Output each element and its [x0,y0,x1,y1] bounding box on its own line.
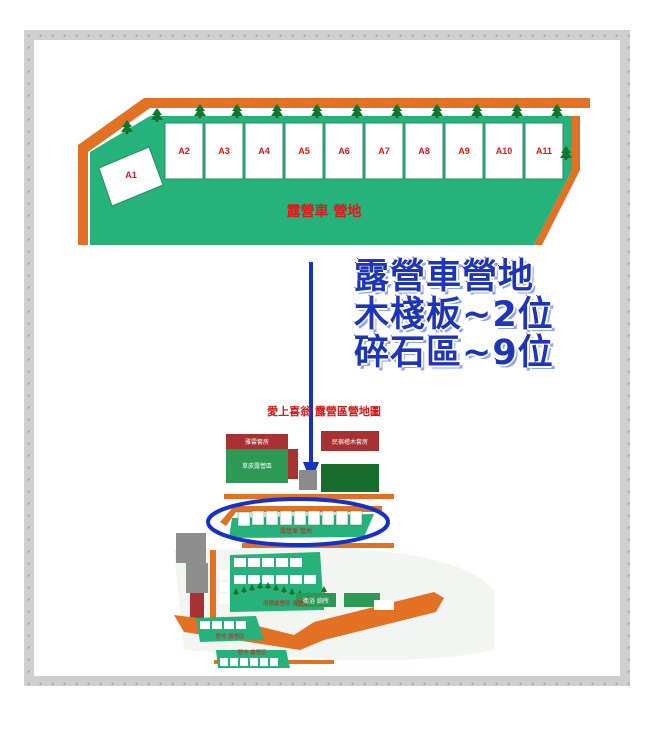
bottom-plots [220,658,278,666]
lot-label-a6: A6 [338,146,350,156]
lot-label-a8: A8 [418,146,430,156]
lot-a9[interactable] [444,122,484,180]
bnb-building[interactable] [321,431,379,451]
lot-a3[interactable] [204,122,244,180]
lot-label-a10: A10 [496,146,513,156]
lot-a7[interactable] [364,122,404,180]
guest-house-building[interactable] [226,434,288,449]
overview-camper-lots [237,510,363,527]
lot-a5[interactable] [284,122,324,180]
top-road [78,98,590,245]
lot-label-a3: A3 [218,146,230,156]
overlay-caption-line2: 木棧板~2位 [354,295,554,335]
overview-map: 雅雲套房 民宿檜木套房 草皮露營區 露營車 營地 雨棚露營區 露營區 衛浴 廁所… [174,431,494,668]
lot-a1[interactable] [98,146,164,207]
top-lots [98,122,564,207]
overlay-caption-line3: 碎石區~9位 [354,333,554,373]
lot-label-a11: A11 [536,146,552,156]
overview-map-title: 愛上喜翁 露營區營地圖 [267,405,381,418]
bath-building[interactable] [296,593,336,607]
lot-a2[interactable] [164,122,204,180]
lot-label-a1: A1 [125,170,137,180]
map-frame: * [24,30,630,686]
lot-a10[interactable] [484,122,524,180]
top-area-label: 露營車 營地 [287,203,362,220]
lower-area-label: 營地 露營區 [215,632,245,640]
lot-label-a4: A4 [258,146,270,156]
camper-area-highlight [206,497,390,547]
left-gray-building [176,533,206,563]
top-road-right [534,116,580,245]
camper-area-label: 露營車 營地 [280,527,312,535]
middle-area-label: 雨棚露營區 露營區 [263,599,309,607]
lot-label-a2: A2 [178,146,190,156]
lot-a4[interactable] [244,122,284,180]
lot-label-a5: A5 [298,146,310,156]
lot-label-a9: A9 [458,146,470,156]
bottom-area-label: 營地 露營區 [237,648,267,656]
lot-a6[interactable] [324,122,364,180]
bath-label: 衛浴 廁所 [303,597,329,605]
lot-a8[interactable] [404,122,444,180]
top-campsite-map: A1 A2 A3 A4 A5 A6 A7 A8 A9 A10 A11 露營車 營… [78,98,590,245]
bnb-green-block [321,464,379,492]
map-canvas: * [24,30,630,686]
overlay-caption-line1: 露營車營地 [354,257,535,297]
tent-area-label: 草皮露營區 [242,462,272,470]
guest-house-label: 雅雲套房 [245,438,269,446]
lot-label-a7: A7 [378,146,390,156]
tent-area[interactable] [226,449,288,483]
middle-plots [220,558,316,604]
lot-a11[interactable] [524,122,564,180]
bnb-label: 民宿檜木套房 [332,438,368,446]
